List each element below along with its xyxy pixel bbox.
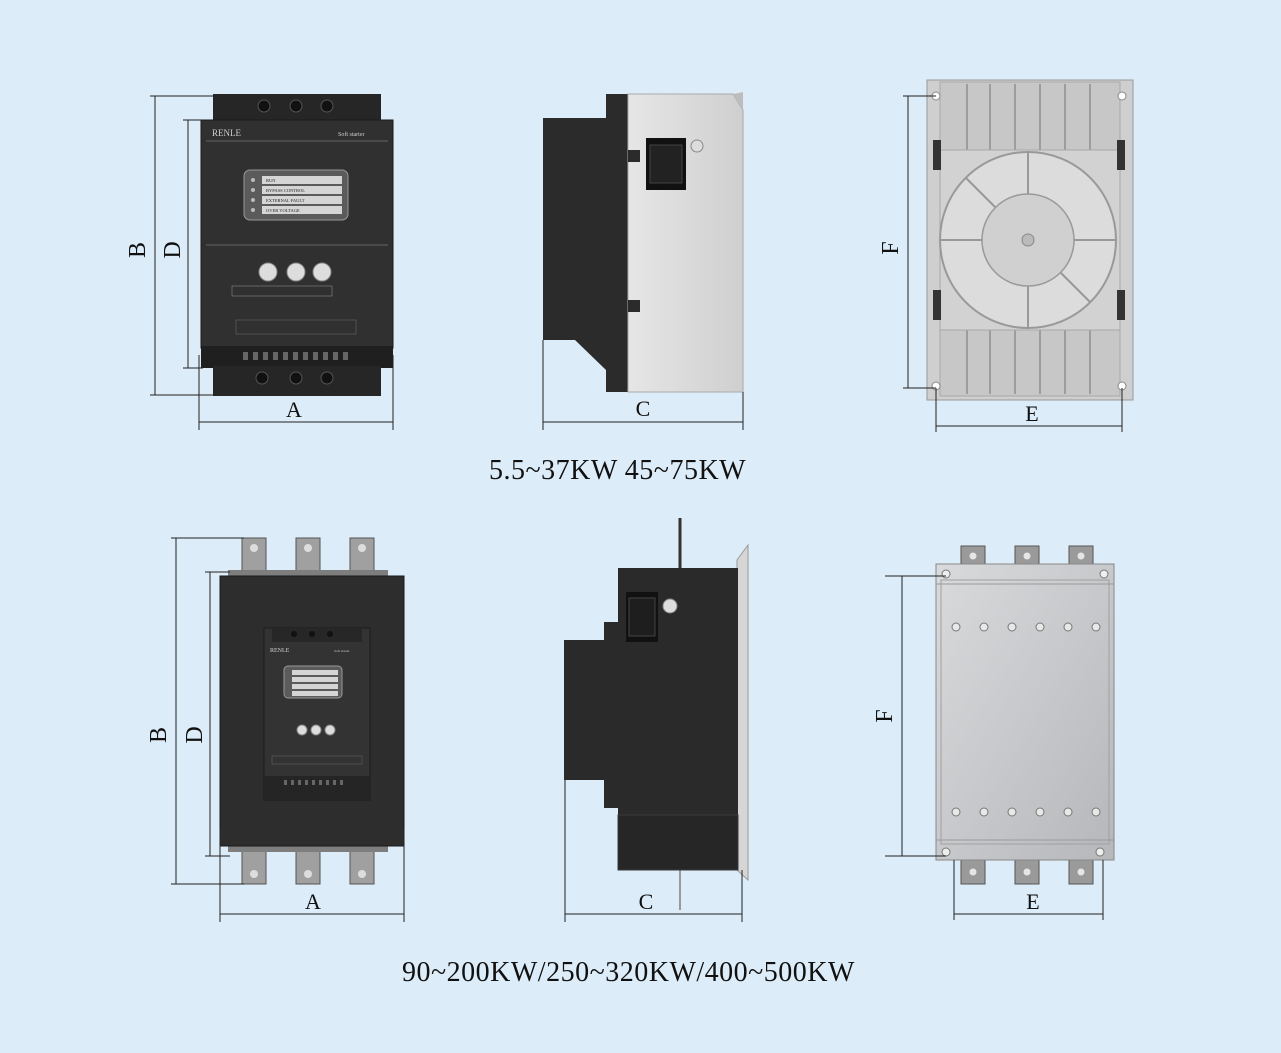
dimension-label-c: C: [636, 396, 651, 421]
large-back-dimensions: [885, 575, 1104, 920]
small-side-dimensions: [542, 340, 744, 430]
status-row: EXTERNAL FAULT: [266, 198, 305, 203]
brand-label: RENLE: [270, 648, 290, 654]
small-range-caption: 5.5~37KW 45~75KW: [489, 455, 747, 486]
dimension-label-d: D: [182, 726, 208, 743]
small-back-view: [926, 79, 1134, 401]
dimension-label-f: F: [872, 709, 898, 722]
small-side-view: [543, 92, 744, 393]
status-row: RUN: [266, 178, 276, 183]
dimension-label-f: F: [878, 241, 904, 254]
dimension-label-c: C: [639, 889, 654, 914]
dimension-label-b: B: [125, 242, 151, 258]
dimension-label-e: E: [1025, 401, 1038, 426]
dimension-label-e: E: [1026, 889, 1039, 914]
large-front-view: RENLE Soft starter: [219, 537, 405, 885]
small-front-view: RENLE Soft starter RUN BYPASS CONTROL EX…: [200, 94, 394, 396]
dimension-label-d: D: [160, 241, 186, 258]
dimension-label-a: A: [305, 889, 321, 914]
brand-label: RENLE: [212, 128, 241, 138]
dimension-label-a: A: [286, 397, 302, 422]
large-side-view: [564, 518, 749, 910]
dimension-label-b: B: [146, 727, 172, 743]
large-side-dimensions: [564, 780, 743, 922]
large-range-caption: 90~200KW/250~320KW/400~500KW: [402, 957, 855, 988]
status-row: OVER VOLTAGE: [266, 208, 300, 213]
product-label: Soft starter: [334, 649, 350, 653]
product-label: Soft starter: [338, 131, 365, 138]
status-row: BYPASS CONTROL: [266, 188, 305, 193]
large-back-view: [935, 545, 1115, 885]
large-front-dimensions: [171, 537, 405, 922]
small-front-dimensions: [150, 95, 394, 430]
small-back-dimensions: [903, 95, 1123, 432]
